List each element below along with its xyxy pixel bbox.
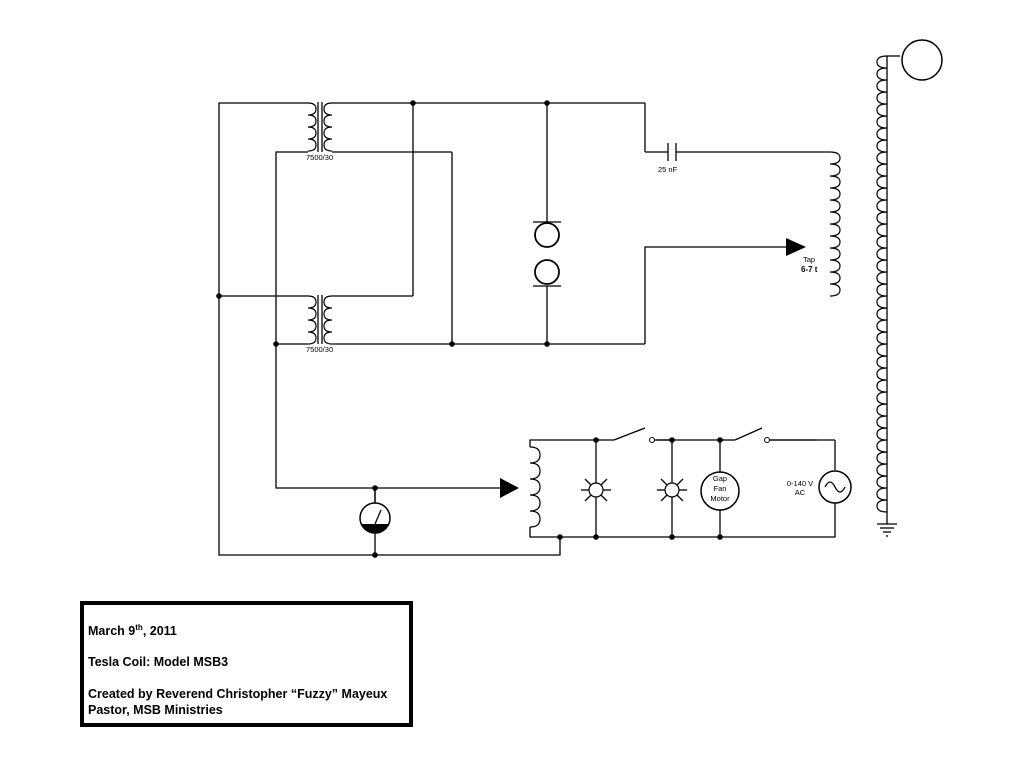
ac-source-label-1: 0-140 V: [787, 479, 813, 488]
motor-label-3: Motor: [710, 494, 730, 503]
author-text: Created by Reverend Christopher “Fuzzy” …: [88, 687, 388, 701]
meter-icon: [359, 488, 391, 534]
junction-dots: [216, 100, 723, 558]
tap-label-1: Tap: [803, 255, 815, 264]
primary-rail-wire: [275, 151, 500, 489]
capacitor-icon: 25 nF: [658, 143, 678, 174]
primary-coil-icon: Tap 6-7 t: [786, 151, 841, 297]
motor-icon: Gap Fan Motor: [700, 471, 740, 511]
lamp-icon: [657, 478, 687, 502]
variac-arrow-icon: [500, 478, 519, 498]
title-block: March 9th, 2011 Tesla Coil: Model MSB3 C…: [80, 601, 413, 727]
lamp-icon: [581, 478, 611, 502]
tap-arrow-icon: [786, 238, 806, 256]
organization-text: Pastor, MSB Ministries: [88, 703, 223, 717]
wiring: [218, 55, 900, 556]
model-text: Tesla Coil: Model MSB3: [88, 655, 229, 669]
ac-bottom-rail-wire: [529, 503, 836, 538]
transformer-icon: 7500/30: [306, 295, 333, 354]
motor-label-2: Fan: [714, 484, 727, 493]
motor-label-1: Gap: [713, 474, 727, 483]
left-bus-wire: [218, 102, 561, 556]
transformer-bottom-label: 7500/30: [306, 345, 333, 354]
transformer-top-label: 7500/30: [306, 153, 333, 162]
ac-source-label-2: AC: [795, 488, 806, 497]
toroid-icon: [901, 39, 943, 81]
ground-icon: [877, 523, 897, 537]
secondary-coil-icon: [876, 55, 888, 513]
variac-icon: [500, 446, 541, 528]
capacitor-label: 25 nF: [658, 165, 678, 174]
switch-icon: [734, 427, 770, 443]
ac-source-icon: 0-140 V AC: [787, 470, 852, 504]
transformer-icon: 7500/30: [306, 102, 333, 162]
spark-gap-icon: [533, 221, 561, 287]
switch-icon: [613, 427, 655, 443]
tap-label-2: 6-7 t: [801, 265, 818, 274]
tap-feed-wire: [644, 246, 786, 344]
date-text: March 9th, 2011: [88, 623, 177, 639]
